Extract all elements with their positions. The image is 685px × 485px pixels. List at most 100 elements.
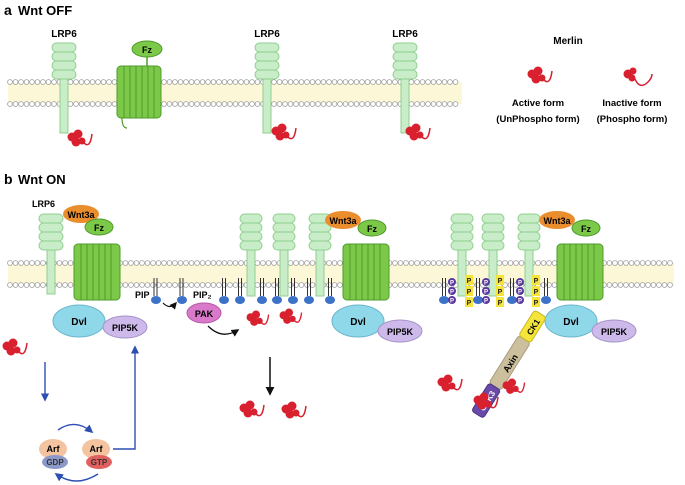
svg-text:P: P bbox=[498, 300, 503, 307]
svg-text:P: P bbox=[484, 281, 488, 287]
pip5k-label: PIP5K bbox=[601, 327, 628, 337]
merlin-active-icon bbox=[437, 374, 463, 392]
svg-text:P: P bbox=[467, 278, 472, 285]
arf-cycle-arrows bbox=[40, 345, 140, 482]
phospho-group: P bbox=[482, 287, 490, 296]
dvl-label: Dvl bbox=[71, 317, 87, 328]
wnt3a-label: Wnt3a bbox=[68, 210, 96, 220]
lrp6-label: LRP6 bbox=[51, 29, 77, 40]
merlin-inactive-icon bbox=[623, 67, 653, 87]
pip2-label: PIP₂ bbox=[193, 290, 212, 300]
dvl-protein: Dvl bbox=[544, 304, 598, 338]
wnt3a-label: Wnt3a bbox=[330, 216, 358, 226]
phospho-tag: P bbox=[465, 297, 473, 307]
fz-label: Fz bbox=[94, 223, 104, 233]
merlin-active-icon bbox=[239, 400, 265, 418]
merlin-active-icon bbox=[502, 378, 526, 394]
wnt3a-label: Wnt3a bbox=[544, 216, 572, 226]
pip-lipid bbox=[151, 278, 161, 304]
svg-text:P: P bbox=[498, 278, 503, 285]
phospho-group: P bbox=[516, 296, 524, 305]
phospho-tag: P bbox=[465, 275, 473, 285]
frizzled-receptor: Fz bbox=[116, 40, 163, 129]
legend-title: Merlin bbox=[553, 36, 582, 47]
panel-b-title: Wnt ON bbox=[18, 172, 66, 187]
pip-lipid bbox=[235, 278, 245, 304]
frizzled-receptor: Fz bbox=[342, 219, 390, 301]
legend-inactive-line2: (Phospho form) bbox=[597, 114, 668, 125]
phospho-tag: P bbox=[496, 297, 504, 307]
lrp6-receptor: LRP6 bbox=[392, 29, 418, 134]
phospho-group: P bbox=[448, 287, 456, 296]
phospho-group: P bbox=[516, 278, 524, 287]
phospho-group: P bbox=[516, 287, 524, 296]
phospho-group: P bbox=[482, 296, 490, 305]
gdp-label: GDP bbox=[46, 458, 64, 467]
svg-text:P: P bbox=[534, 278, 539, 285]
legend: Merlin Active form (UnPhospho form) Inac… bbox=[496, 36, 667, 125]
fz-label: Fz bbox=[367, 224, 377, 234]
panel-a-title: Wnt OFF bbox=[18, 3, 72, 18]
pip5k-label: PIP5K bbox=[112, 323, 139, 333]
svg-text:P: P bbox=[450, 299, 454, 305]
pip-lipid bbox=[473, 278, 483, 304]
merlin-active-icon bbox=[279, 308, 303, 324]
svg-text:P: P bbox=[518, 299, 522, 305]
lrp6-receptor bbox=[517, 213, 541, 297]
phospho-group: P bbox=[448, 278, 456, 287]
svg-text:P: P bbox=[467, 300, 472, 307]
pip5k-protein: PIP5K bbox=[377, 319, 423, 343]
lrp6-label: LRP6 bbox=[392, 29, 418, 40]
phospho-group: P bbox=[482, 278, 490, 287]
lrp6-label: LRP6 bbox=[254, 29, 280, 40]
pip-lipid bbox=[304, 278, 314, 304]
legend-active-line2: (UnPhospho form) bbox=[496, 114, 579, 125]
svg-text:P: P bbox=[484, 299, 488, 305]
arf-label: Arf bbox=[90, 444, 104, 454]
wnt3a-ligand: Wnt3a bbox=[325, 211, 361, 229]
arf-gtp: Arf GTP bbox=[82, 439, 112, 469]
ck1-protein bbox=[519, 310, 546, 343]
svg-text:P: P bbox=[467, 289, 472, 296]
phospho-tag: P bbox=[532, 286, 540, 296]
gtp-label: GTP bbox=[91, 458, 108, 467]
pak-arrow bbox=[207, 325, 240, 337]
phospho-tag: P bbox=[532, 275, 540, 285]
wnt3a-ligand: Wnt3a bbox=[63, 205, 99, 223]
phospho-tag: P bbox=[496, 275, 504, 285]
pip-lipid bbox=[439, 278, 449, 304]
merlin-active-icon bbox=[527, 66, 553, 84]
pip-lipid bbox=[507, 278, 517, 304]
pip-label: PIP bbox=[135, 290, 150, 300]
lrp6-receptor bbox=[481, 213, 505, 297]
merlin-active-icon bbox=[67, 129, 93, 147]
dvl-protein: Dvl bbox=[52, 304, 106, 338]
panel-b-letter: b bbox=[4, 171, 13, 187]
pip-lipid bbox=[541, 278, 551, 304]
pip-lipid bbox=[219, 278, 229, 304]
lrp6-receptor bbox=[38, 213, 64, 295]
phospho-tag: P bbox=[496, 286, 504, 296]
pip-lipid bbox=[257, 278, 267, 304]
pip-lipid bbox=[272, 278, 282, 304]
phospho-tag: P bbox=[532, 297, 540, 307]
svg-text:P: P bbox=[534, 300, 539, 307]
membrane-a bbox=[7, 79, 462, 107]
pak-label: PAK bbox=[195, 309, 214, 319]
lrp6-label: LRP6 bbox=[32, 199, 55, 209]
pak-kinase: PAK bbox=[186, 302, 222, 324]
pip5k-label: PIP5K bbox=[387, 327, 414, 337]
svg-text:P: P bbox=[518, 281, 522, 287]
merlin-active-icon bbox=[2, 338, 28, 356]
pip5k-protein: PIP5K bbox=[591, 319, 637, 343]
phospho-tag: P bbox=[465, 286, 473, 296]
pip-to-pip2-arrow bbox=[162, 301, 177, 310]
svg-text:P: P bbox=[518, 290, 522, 296]
svg-text:P: P bbox=[534, 289, 539, 296]
dvl-label: Dvl bbox=[350, 317, 366, 328]
pip5k-protein: PIP5K bbox=[102, 315, 148, 339]
fz-label: Fz bbox=[581, 224, 591, 234]
pip-lipid bbox=[325, 278, 335, 304]
lrp6-receptor bbox=[239, 213, 263, 297]
